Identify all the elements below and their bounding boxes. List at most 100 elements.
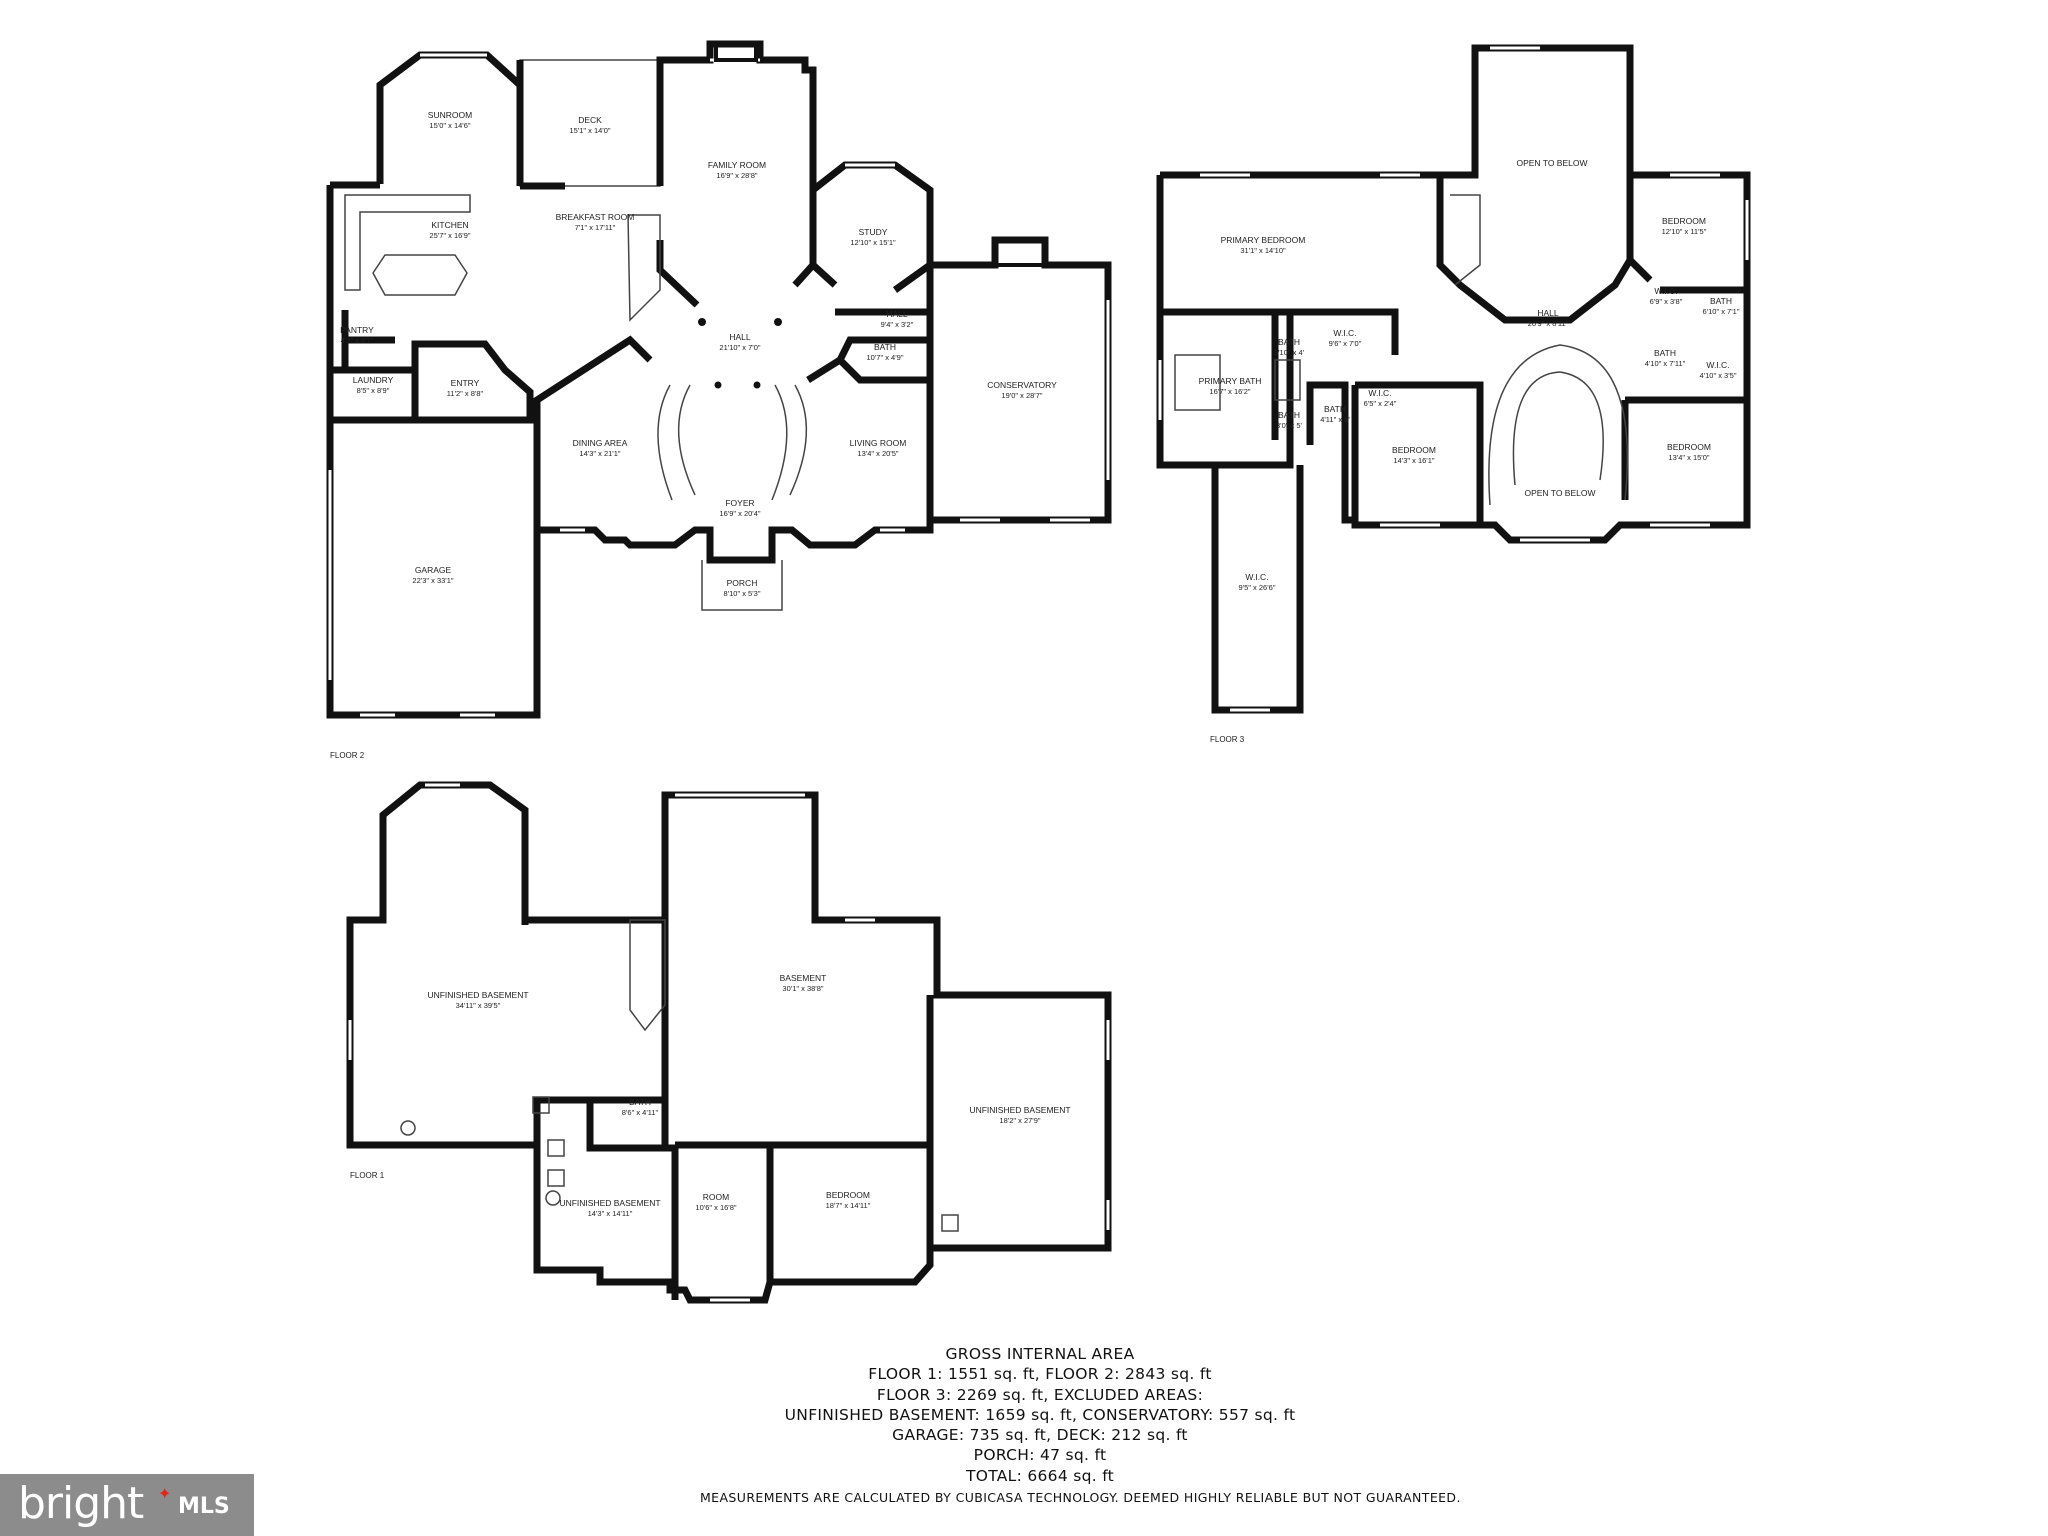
utility-box	[547, 1169, 565, 1187]
shower	[1274, 359, 1301, 401]
main-outer-wall	[326, 181, 565, 719]
room-label: HALL	[1537, 308, 1559, 318]
room-dims: 22'3" x 33'1"	[412, 576, 453, 585]
room-label: FOYER	[725, 498, 754, 508]
room-dims: 6'9" x 3'8"	[1650, 297, 1683, 306]
room-dims: 4'3" x 6'7"	[341, 336, 374, 345]
stairwell-walls	[1436, 175, 1634, 324]
room-dims: 16'7" x 16'2"	[1209, 387, 1250, 396]
kitchen-counter	[344, 194, 471, 291]
room-label: DECK	[578, 115, 602, 125]
room-dims: 25'7" x 16'9"	[429, 231, 470, 240]
room-label: UNFINISHED BASEMENT	[969, 1105, 1070, 1115]
room-label: W.I.C.	[1368, 388, 1391, 398]
utility-box	[547, 1139, 565, 1157]
floor-3-windows	[1158, 46, 1749, 712]
room-label: W.I.C.	[1333, 328, 1356, 338]
room-label: GARAGE	[415, 565, 452, 575]
room-label: BATH	[1324, 404, 1346, 414]
floor-1-interior-walls	[533, 920, 934, 1300]
room-dims: 8'10" x 5'3"	[724, 589, 761, 598]
room-label: LAUNDRY	[353, 375, 394, 385]
room-label: BEDROOM	[1392, 445, 1436, 455]
room-dims: 31'1" x 14'10"	[1240, 246, 1286, 255]
water-heater	[545, 1190, 561, 1206]
room-dims: 4'11" x 6'	[1320, 415, 1350, 424]
room-label: BATH	[874, 342, 896, 352]
room-label: UNFINISHED BASEMENT	[559, 1198, 660, 1208]
foyer-stair-left	[657, 384, 696, 501]
laundry-entry-walls	[330, 310, 534, 420]
room-label: BATH	[1654, 348, 1676, 358]
summary-line: FLOOR 1: 1551 sq. ft, FLOOR 2: 2843 sq. …	[868, 1365, 1212, 1384]
room-dims: 26'9" x 8'11"	[1528, 319, 1569, 328]
room-dims: 14'3" x 14'11"	[588, 1209, 633, 1218]
utility-box	[941, 1214, 959, 1232]
room-dims: 12'10" x 11'5"	[1662, 227, 1707, 236]
room-label: W.I.C.	[1654, 286, 1677, 296]
logo-brand: bright	[18, 1478, 144, 1529]
floor-3-plan: OPEN TO BELOW PRIMARY BEDROOM 31'1" x 14…	[1156, 44, 1751, 744]
room-label: BEDROOM	[1667, 442, 1711, 452]
primary-suite-walls	[1156, 175, 1399, 714]
room-label: BATH	[629, 1097, 651, 1107]
hall-bath-walls	[835, 308, 934, 384]
room-label: PANTRY	[340, 325, 374, 335]
room-label: PRIMARY BATH	[1199, 376, 1262, 386]
water-heater	[400, 1120, 416, 1136]
kitchen-island	[372, 254, 468, 296]
room-dims: 14'3" x 16'1"	[1393, 456, 1434, 465]
porch-outline	[701, 560, 783, 611]
room-dims: 7'1" x 17'11"	[575, 223, 616, 232]
room-label: KITCHEN	[431, 220, 468, 230]
logo-suffix: MLS	[178, 1494, 230, 1519]
room-label: DINING AREA	[573, 438, 628, 448]
room-dims: 15'0" x 14'6"	[429, 121, 470, 130]
room-label: ENTRY	[451, 378, 480, 388]
room-label: W.I.C.	[1706, 360, 1729, 370]
summary-line: UNFINISHED BASEMENT: 1659 sq. ft, CONSER…	[784, 1405, 1296, 1424]
room-label: BATH	[1278, 410, 1300, 420]
open-to-below-curve	[1488, 344, 1629, 506]
hall-columns	[698, 318, 782, 389]
room-dims: 9'5" x 26'6"	[1239, 583, 1276, 592]
area-summary: GROSS INTERNAL AREA FLOOR 1: 1551 sq. ft…	[700, 1344, 1461, 1508]
room-label: BATH	[1278, 337, 1300, 347]
room-label: BEDROOM	[1662, 216, 1706, 226]
floor-1-windows	[348, 783, 1110, 1302]
living-room-walls	[806, 357, 934, 520]
summary-line: TOTAL: 6664 sq. ft	[965, 1466, 1115, 1485]
room-dims: 3'10" x 4'	[1274, 348, 1305, 357]
room-label: ROOM	[703, 1192, 729, 1202]
floor-label: FLOOR 2	[330, 751, 365, 760]
room-label: LIVING ROOM	[850, 438, 907, 448]
room-dims: 15'1" x 14'0"	[569, 126, 610, 135]
floor-1-stair	[629, 919, 666, 1032]
disclaimer: MEASUREMENTS ARE CALCULATED BY CUBICASA …	[700, 1490, 1461, 1506]
room-dims: 3'0" x 5'	[1276, 421, 1303, 430]
room-label: HALL	[729, 332, 751, 342]
summary-line: GARAGE: 735 sq. ft, DECK: 212 sq. ft	[892, 1426, 1188, 1445]
room-label: UNFINISHED BASEMENT	[427, 990, 528, 1000]
room-label: W.I.C.	[1245, 572, 1268, 582]
summary-line: PORCH: 47 sq. ft	[973, 1446, 1107, 1465]
floor-2-plan: SUNROOM 15'0" x 14'6" DECK 15'1" x 14'0"…	[326, 40, 1112, 760]
room-label: BEDROOM	[826, 1190, 870, 1200]
foyer-stair-right	[771, 384, 808, 501]
room-label: PRIMARY BEDROOM	[1221, 235, 1306, 245]
room-label: OPEN TO BELOW	[1524, 488, 1595, 498]
floor-1-outer-wall	[346, 781, 1112, 1304]
room-dims: 9'4" x 3'2"	[881, 320, 914, 329]
logo-spark-icon: ✦	[158, 1486, 172, 1503]
dining-living-walls	[533, 335, 934, 564]
tub	[1174, 354, 1221, 411]
floor-1-plan: UNFINISHED BASEMENT 34'11" x 39'5" BASEM…	[346, 781, 1112, 1304]
room-dims: 34'11" x 39'5"	[456, 1001, 501, 1010]
study-walls	[810, 161, 934, 293]
room-dims: 6'5" x 2'4"	[1364, 399, 1397, 408]
room-dims: 14'3" x 21'1"	[579, 449, 620, 458]
room-dims: 19'0" x 28'7"	[1001, 391, 1042, 400]
room-label: BREAKFAST ROOM	[556, 212, 635, 222]
room-label: STUDY	[859, 227, 888, 237]
